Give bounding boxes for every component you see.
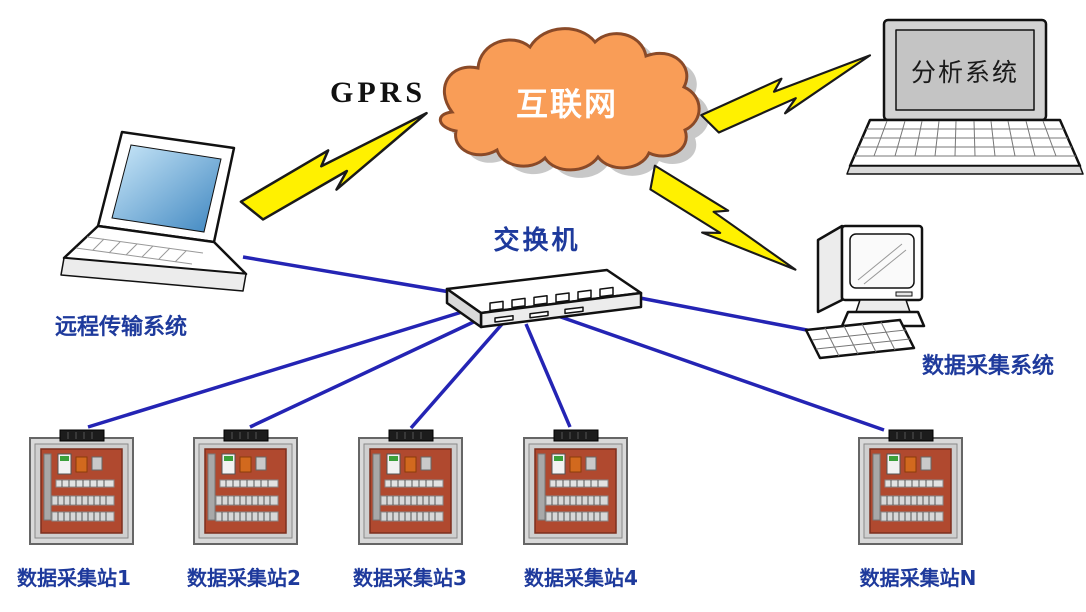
station-label-N: 数据采集站N (859, 566, 977, 590)
internet-cloud (439, 27, 710, 178)
link-laptop-switch (242, 255, 457, 295)
station-label-2: 数据采集站2 (187, 566, 301, 590)
laptop-base-front (60, 257, 247, 292)
station-cabinet-N (858, 429, 963, 545)
monitor-neck (855, 299, 911, 313)
switch-device (445, 268, 643, 329)
station-cabinet-1 (29, 429, 134, 545)
internet-label: 互联网 (515, 85, 619, 123)
monitor-side (816, 224, 844, 314)
switch-ports (489, 286, 614, 312)
switch-front-slots (494, 306, 584, 323)
analysis-laptop (846, 18, 1084, 175)
remote-laptop (60, 130, 248, 292)
analysis-keyboard-keys (854, 120, 1076, 157)
lightning-cloud-analysis (695, 54, 878, 136)
collection-system-label: 数据采集系统 (921, 354, 1055, 379)
laptop-screen (111, 144, 222, 233)
station-cabinet-4 (523, 429, 628, 545)
switch-label: 交换机 (493, 226, 581, 256)
link-switch-station3 (409, 321, 505, 430)
monitor-stand (840, 310, 926, 328)
monitor-screen-shine (857, 243, 907, 285)
station-label-4: 数据采集站4 (524, 566, 638, 590)
analysis-base-edge (846, 165, 1084, 175)
link-switch-stationN (557, 314, 885, 432)
station-cabinet-3 (358, 429, 463, 545)
station-label-1: 数据采集站1 (17, 566, 131, 590)
gprs-label: GPRS (329, 76, 427, 109)
link-switch-station2 (249, 316, 483, 429)
cloud-shape (439, 27, 701, 172)
link-switch-station1 (87, 310, 463, 429)
station-label-3: 数据采集站3 (353, 566, 467, 590)
lightning-gprs-left (229, 111, 443, 225)
remote-system-label: 远程传输系统 (54, 315, 188, 340)
lightning-cloud-collection (639, 138, 797, 309)
station-cabinet-2 (193, 429, 298, 545)
monitor-buttons (895, 291, 913, 297)
laptop-keyboard-keys (75, 236, 204, 265)
collection-keyboard (804, 318, 916, 360)
collection-keyboard-keys (811, 321, 911, 357)
analysis-system-label: 分析系统 (910, 58, 1020, 87)
network-links (87, 255, 885, 432)
link-switch-collection (639, 296, 813, 333)
switch-side (445, 287, 483, 329)
analysis-screen (895, 29, 1035, 111)
link-switch-station4 (524, 323, 572, 428)
collection-computer (804, 224, 926, 360)
